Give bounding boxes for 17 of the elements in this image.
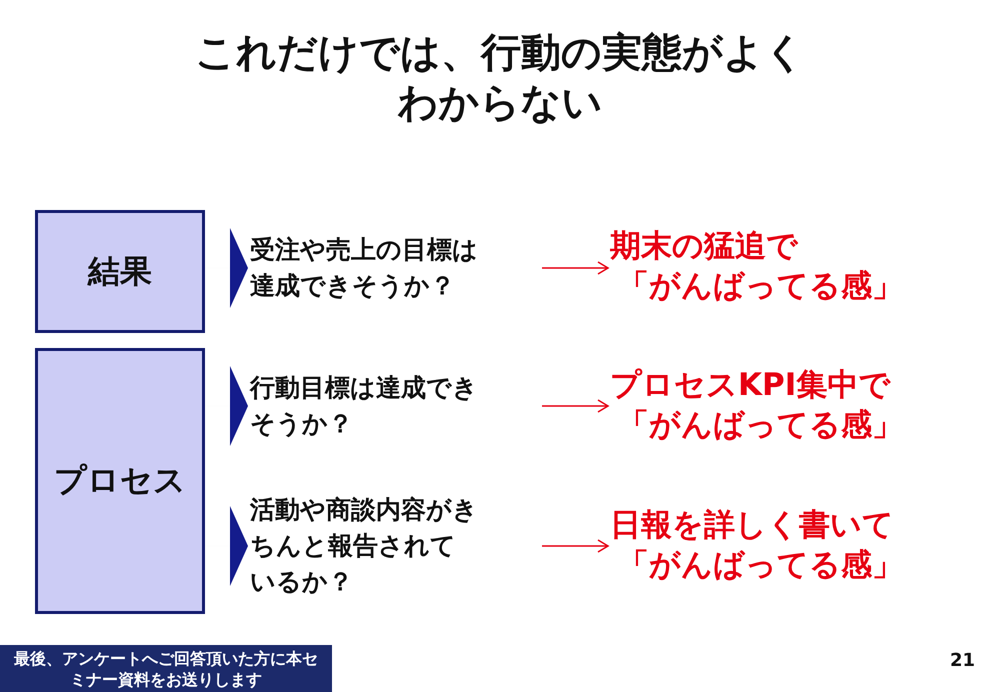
result-text: 「がんばってる感」 <box>618 546 903 585</box>
category-box: プロセス <box>35 348 205 614</box>
question-text: 行動目標は達成できそうか？ <box>250 372 479 440</box>
result-text: 「がんばってる感」 <box>618 267 903 306</box>
notice-banner: 最後、アンケートへご回答頂いた方に本セミナー資料をお送りします <box>0 645 332 692</box>
result-text: プロセスKPI集中で <box>610 366 890 405</box>
page-number: 21 <box>950 650 976 671</box>
arrow <box>542 539 609 553</box>
result-text: 期末の猛追で <box>610 227 798 266</box>
arrow <box>542 399 609 413</box>
question-text: 活動や商談内容がきちんと報告されているか？ <box>250 494 479 598</box>
arrow <box>542 261 609 275</box>
category-box: 結果 <box>35 210 205 333</box>
result-text: 日報を詳しく書いて <box>610 506 894 545</box>
slide-title: これだけでは、行動の実態がよくわからない <box>194 29 806 128</box>
result-text: 「がんばってる感」 <box>618 406 903 445</box>
question-text: 受注や売上の目標は達成できそうか？ <box>250 234 479 302</box>
